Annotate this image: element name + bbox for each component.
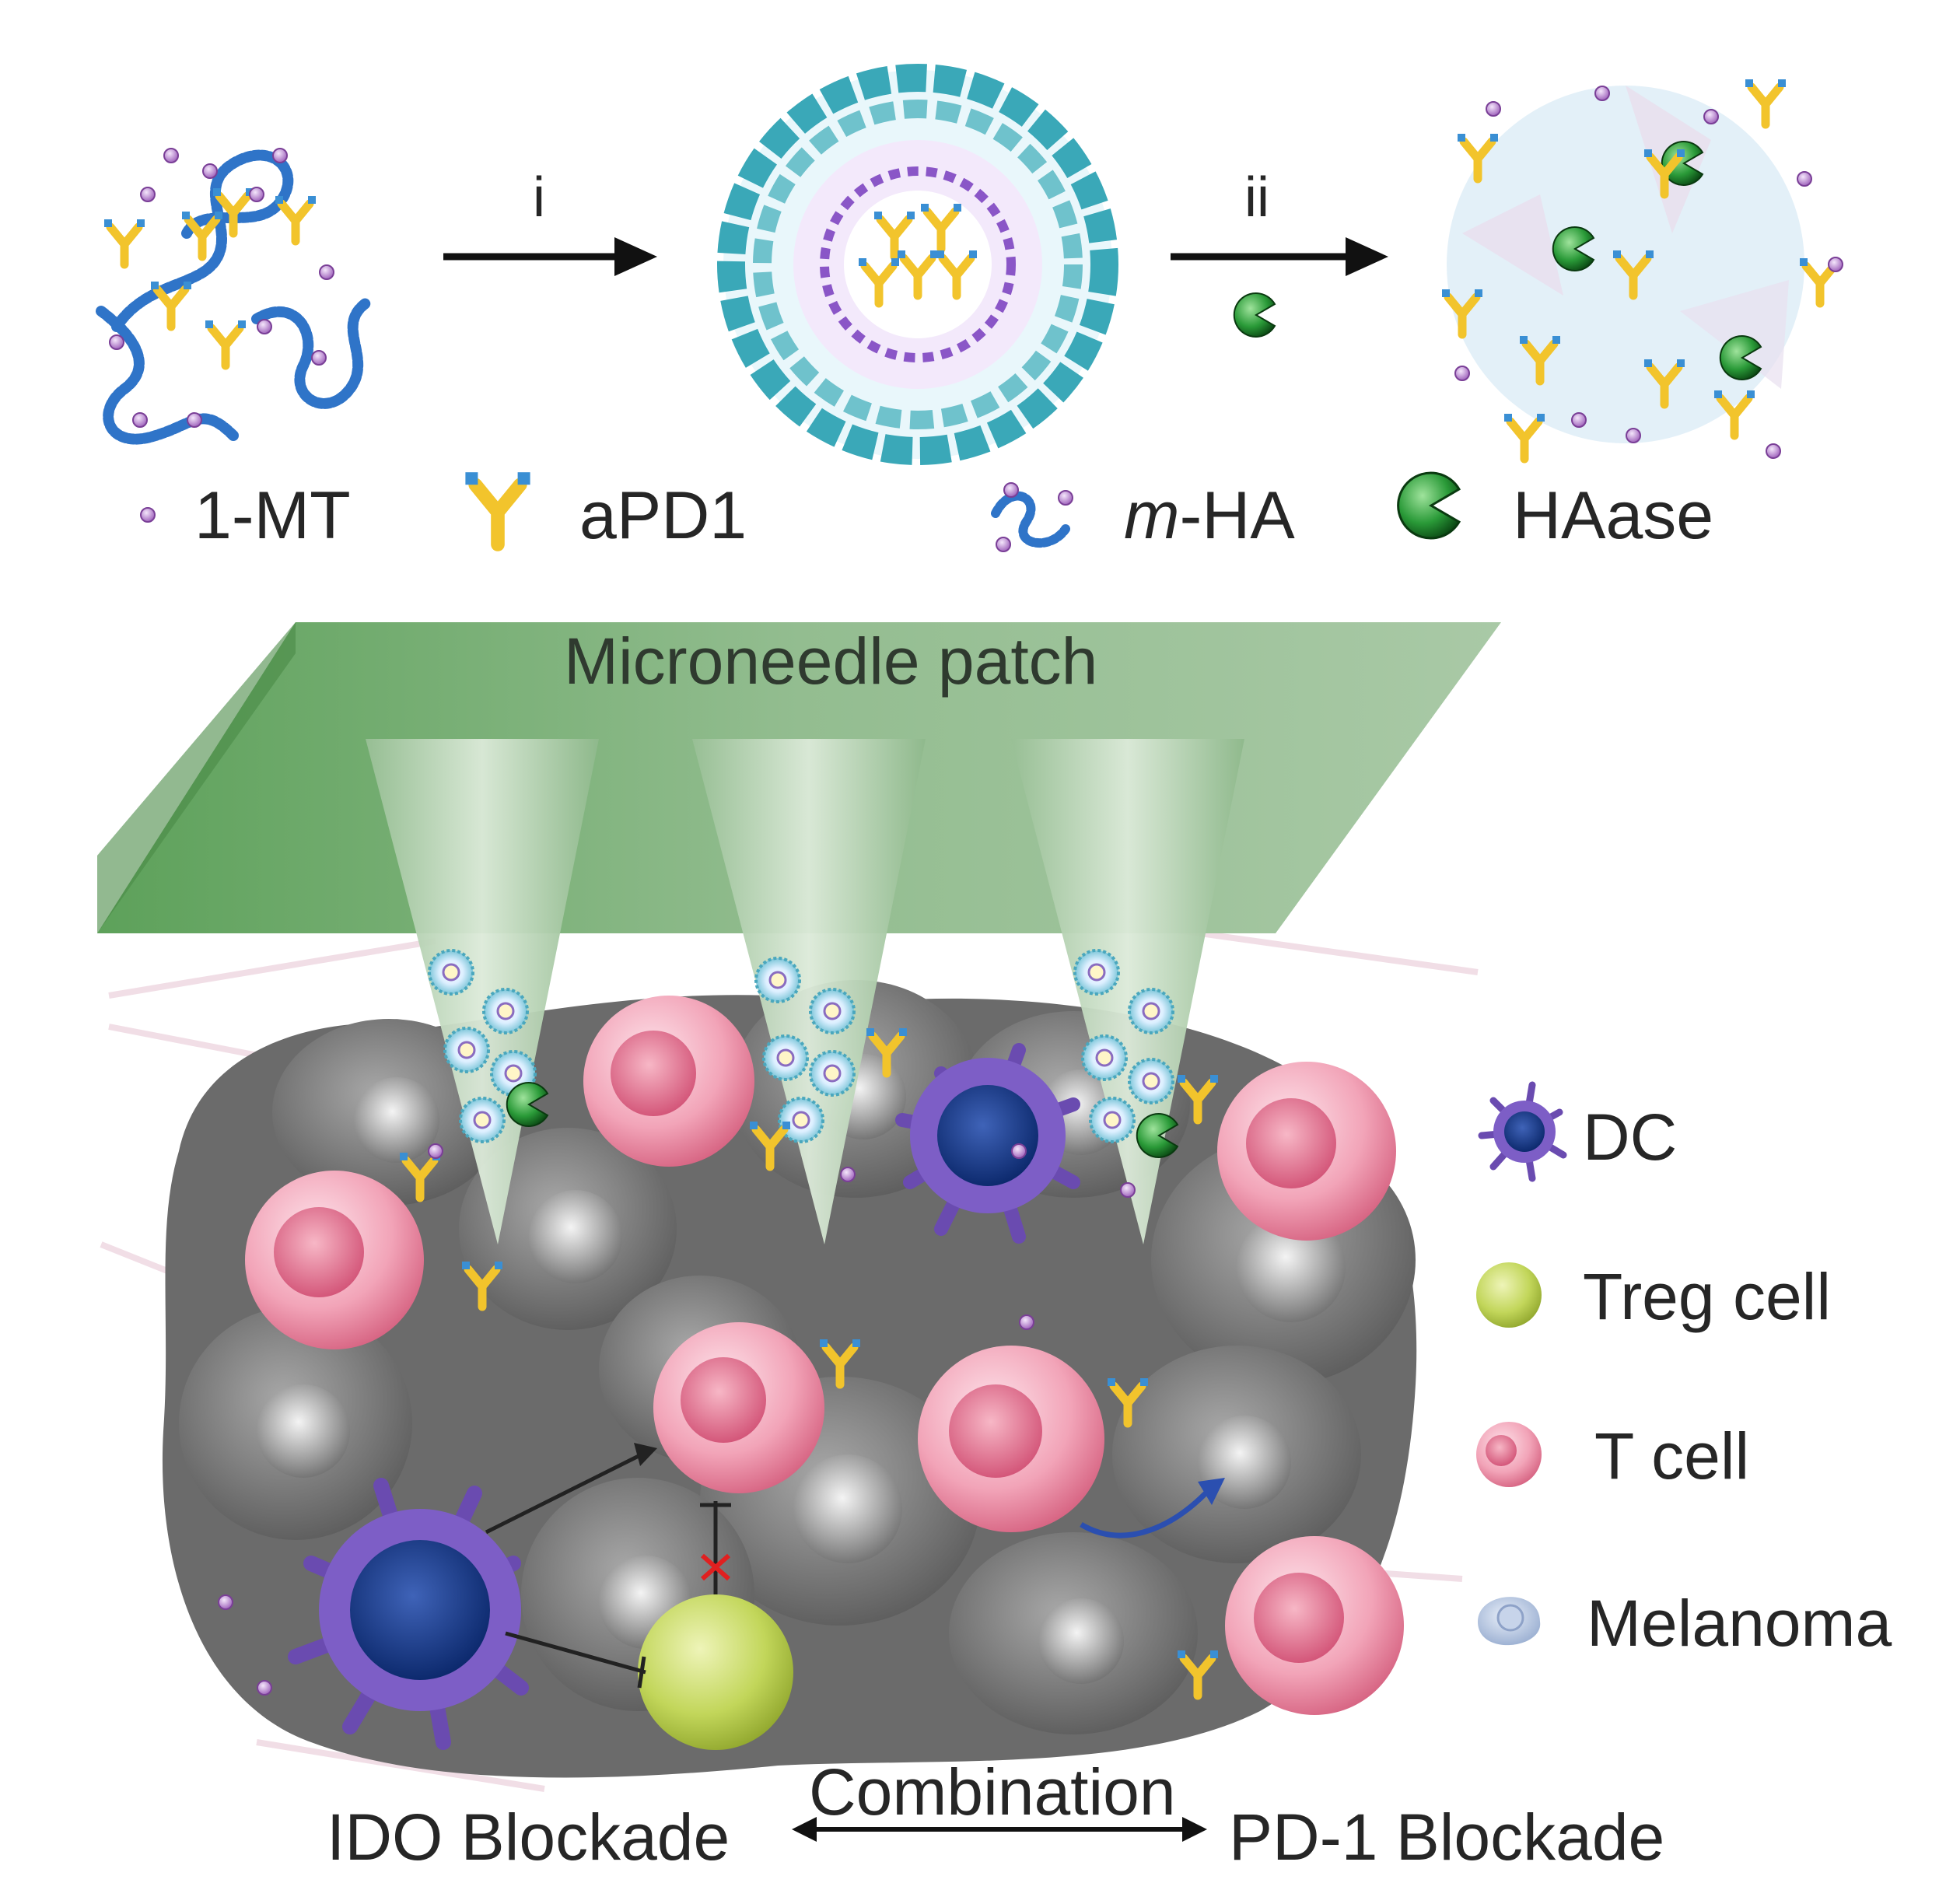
mha-legend-icon [991, 482, 1073, 552]
combination-double-arrow [792, 1817, 1207, 1842]
melanoma-cell [179, 1307, 412, 1540]
tcell-legend-icon [1476, 1422, 1542, 1487]
t-cell [1217, 1062, 1396, 1241]
microneedle [1011, 739, 1244, 1244]
haase-enzyme-icon [1233, 292, 1276, 338]
treg-cell [638, 1594, 793, 1750]
melanoma-cell [272, 1019, 506, 1206]
melanoma-legend-label: Melanoma [1587, 1587, 1892, 1660]
tcell-legend-label: T cell [1594, 1419, 1750, 1493]
combination-label: Combination [809, 1755, 1176, 1829]
treg-legend-icon [1476, 1262, 1542, 1328]
t-cell [1225, 1536, 1404, 1715]
t-cell [245, 1171, 424, 1349]
step-ii-arrow [1171, 237, 1388, 276]
haase-legend-label: HAase [1513, 478, 1714, 553]
patch-title: Microneedle patch [564, 625, 1098, 698]
mt-legend-icon [140, 507, 156, 523]
mha-prefix: m [1124, 478, 1180, 553]
melanoma-cell [949, 1532, 1198, 1734]
treg-suppression-blocked [700, 1501, 731, 1594]
step-ii-label: ii [1244, 166, 1269, 229]
ido-blockade-label: IDO Blockade [327, 1801, 730, 1874]
step-i-arrow [443, 237, 657, 276]
dc-legend-label: DC [1583, 1101, 1678, 1174]
t-cell [583, 996, 754, 1167]
melanoma-legend-icon [1478, 1597, 1541, 1646]
dendritic-cell [288, 1478, 529, 1750]
step-i-label: i [533, 166, 545, 229]
mha-suffix: -HA [1179, 478, 1295, 553]
microneedle [366, 739, 599, 1244]
disassembled-nanoparticle [1442, 79, 1843, 459]
tcell-attack-arrow [1080, 1478, 1225, 1538]
apd1-legend-label: aPD1 [579, 478, 747, 553]
dc-activates-tcell-arrow [485, 1443, 657, 1535]
t-cell [653, 1322, 824, 1493]
nanoparticle [717, 64, 1118, 465]
mt-legend-label: 1-MT [194, 478, 351, 553]
dc-legend-icon [1478, 1081, 1567, 1182]
pd1-blockade-label: PD-1 Blockade [1229, 1801, 1665, 1874]
melanoma-cell [459, 1128, 677, 1330]
mha-legend-label: m-HA [1124, 482, 1295, 549]
treg-legend-label: Treg cell [1583, 1260, 1831, 1333]
dendritic-cell [895, 1043, 1080, 1244]
t-cell [918, 1346, 1104, 1532]
mha-polymer-cluster [96, 148, 371, 445]
apd1-legend-icon [465, 472, 530, 544]
haase-legend-icon [1397, 471, 1461, 540]
microneedle [692, 739, 926, 1244]
dc-inhibits-treg-line [505, 1631, 646, 1689]
